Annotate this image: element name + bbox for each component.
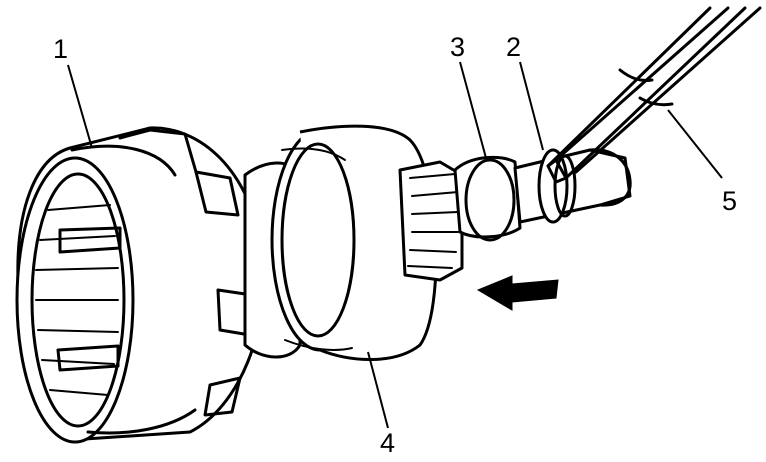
pinion-gear xyxy=(398,160,464,282)
outer-housing xyxy=(15,126,266,444)
clutch-sleeve xyxy=(243,124,438,361)
leader-line-3 xyxy=(459,61,487,159)
snap-ring-and-shaft xyxy=(513,148,632,224)
callout-5: 5 xyxy=(722,186,737,216)
callout-3: 3 xyxy=(450,32,465,62)
callout-2: 2 xyxy=(506,32,521,62)
callout-1: 1 xyxy=(53,34,68,64)
snap-ring-pliers xyxy=(546,6,762,184)
arrow-left-icon xyxy=(476,275,559,311)
leader-line-1 xyxy=(67,64,93,149)
callout-4: 4 xyxy=(380,428,395,458)
leader-line-4 xyxy=(367,351,389,429)
leader-line-5 xyxy=(667,109,723,179)
leader-line-2 xyxy=(519,61,544,151)
stop-collar xyxy=(453,155,522,242)
